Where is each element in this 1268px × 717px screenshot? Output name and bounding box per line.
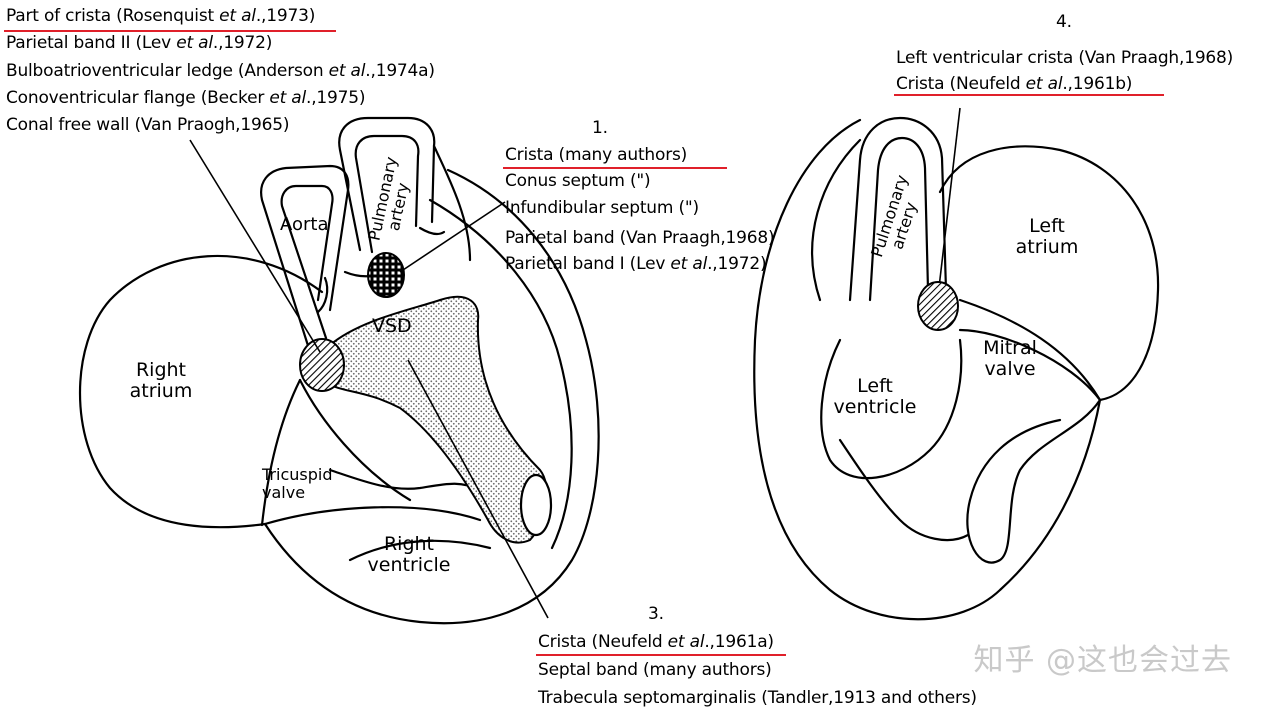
label-parietal-band-ii: Parietal band II (Lev et al.,1972) [6,33,273,53]
label-mitral-valve: Mitral valve [983,337,1037,380]
label-trabecula-septomarginalis: Trabecula septomarginalis (Tandler,1913 … [538,688,977,708]
leader-group-1 [399,201,506,273]
left-ventricle-cavity [838,438,970,542]
aorta-tube-inner [280,184,334,340]
left-heart-outer-wall [753,118,1102,621]
right-ventricle-inner-wall [428,198,573,550]
right-ventricle-outer-wall [263,168,600,625]
label-crista-many-authors: Crista (many authors) [505,145,688,165]
label-parietal-band: Parietal band (Van Praagh,1968) [505,228,775,248]
tricuspid-annulus [260,378,302,527]
label-septal-band: Septal band (many authors) [538,660,772,680]
leader-group-3 [407,359,549,619]
aortic-valve-curl [316,276,329,314]
label-bulboatrioventricular-ledge: Bulboatrioventricular ledge (Anderson et… [6,61,435,81]
right-pulmonary-tube-outer [848,116,948,302]
label-part-of-crista: Part of crista (Rosenquist et al.,1973) [6,6,316,26]
label-crista-neufeld-1961a: Crista (Neufeld et al.,1961a) [538,632,774,652]
aorta-tube-outer [260,164,350,354]
mitral-annulus [958,328,1102,402]
label-infundibular-septum: Infundibular septum (") [505,198,699,218]
label-left-atrium: Left atrium [1015,215,1079,258]
group-4-number: 4. [1056,12,1072,32]
leader-top-left [189,139,321,353]
left-heart-sweep [811,138,862,302]
infundibular-septum-grid [367,252,405,298]
pulmonary-valve-curl-2 [418,226,446,236]
label-aorta: Aorta [280,214,329,235]
group-1-number: 1. [592,118,608,138]
label-tricuspid-valve: Tricuspid valve [262,465,333,502]
left-ventricular-crista-hatch [917,281,959,331]
septal-band-end [519,473,553,537]
pulmonary-tube-inner [354,134,420,254]
ventricle-floor [263,506,482,526]
leader-group-4 [937,107,961,297]
label-conus-septum: Conus septum (") [505,171,651,191]
conal-free-wall-hatch [299,338,345,392]
label-right-atrium: Right atrium [129,359,193,402]
tricuspid-leaflet [328,468,482,492]
label-vsd: VSD [372,315,412,337]
pulmonary-tube-outer [338,116,436,252]
label-parietal-band-i: Parietal band I (Lev et al.,1972) [505,254,767,274]
label-left-ventricular-crista: Left ventricular crista (Van Praagh,1968… [896,48,1234,68]
mitral-leaflet [966,398,1102,564]
label-conoventricular-flange: Conoventricular flange (Becker et al.,19… [6,88,366,108]
label-right-ventricle: Right ventricle [367,533,451,576]
right-atrium-outline [79,254,324,529]
underline-crista-neufeld-1961b [894,94,1164,96]
underline-crista-many-authors [503,167,727,169]
left-atrium-outline [938,145,1160,402]
outflow-shoulder [432,144,472,262]
watermark-text: 知乎 @这也会过去 [973,643,1232,678]
label-conal-free-wall: Conal free wall (Van Praogh,1965) [6,115,290,135]
label-crista-neufeld-1961b: Crista (Neufeld et al.,1961b) [896,74,1133,94]
underline-crista-neufeld-1961a [536,654,786,656]
label-left-ventricle: Left ventricle [833,375,917,418]
right-ventricle-cavity [348,539,492,562]
group-3-number: 3. [648,604,664,624]
left-ventricle-inner [820,338,963,480]
underline-part-of-crista [4,30,336,32]
right-pulmonary-tube-inner [868,136,930,302]
septal-band-shading [329,295,548,544]
